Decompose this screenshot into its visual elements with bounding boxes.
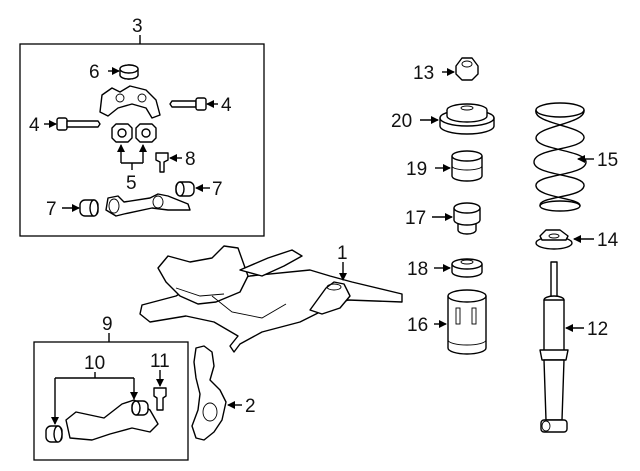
part-6-bushing[interactable] bbox=[108, 64, 139, 80]
callout-20: 20 bbox=[391, 111, 412, 132]
callout-12: 12 bbox=[587, 319, 608, 340]
part-15-coil-spring[interactable] bbox=[533, 102, 594, 212]
part-4-bolt-right[interactable] bbox=[169, 97, 218, 111]
callout-15: 15 bbox=[597, 150, 618, 171]
lower-arm-link[interactable] bbox=[105, 193, 191, 217]
callout-16: 16 bbox=[407, 315, 428, 336]
part-12-strut[interactable] bbox=[539, 261, 584, 433]
part-20-strut-mount[interactable] bbox=[420, 103, 495, 135]
part-17-isolator[interactable] bbox=[432, 202, 481, 235]
part-11-ball-joint[interactable] bbox=[153, 370, 167, 411]
callout-17: 17 bbox=[405, 208, 426, 229]
group-box-9 bbox=[33, 333, 189, 461]
part-5-bushings[interactable] bbox=[111, 123, 157, 170]
mount-bracket[interactable] bbox=[99, 85, 161, 119]
callout-4-right: 4 bbox=[221, 95, 232, 116]
callout-18: 18 bbox=[407, 259, 428, 280]
callout-13: 13 bbox=[413, 63, 434, 84]
part-16-dust-boot[interactable] bbox=[434, 289, 487, 355]
callout-19: 19 bbox=[406, 159, 427, 180]
group-box-3 bbox=[19, 35, 265, 237]
callout-5: 5 bbox=[126, 173, 137, 194]
part-7-bushing-left[interactable] bbox=[62, 199, 99, 217]
part-18-spacer[interactable] bbox=[434, 258, 483, 278]
callout-8: 8 bbox=[185, 149, 196, 170]
callout-3: 3 bbox=[132, 16, 143, 37]
part-13-nut[interactable] bbox=[442, 57, 479, 81]
part-19-bumper[interactable] bbox=[435, 150, 483, 182]
callout-7-left: 7 bbox=[46, 199, 57, 220]
callout-14: 14 bbox=[597, 230, 619, 251]
part-8-bolt[interactable] bbox=[155, 152, 182, 173]
part-2-knuckle[interactable] bbox=[191, 345, 242, 441]
part-7-bushing-right[interactable] bbox=[175, 181, 210, 197]
part-10-upper-arm[interactable] bbox=[45, 372, 159, 443]
callout-4-left: 4 bbox=[29, 115, 40, 136]
callout-6: 6 bbox=[89, 62, 100, 83]
callout-labels: 3 6 4 4 5 8 7 7 1 9 10 11 2 13 20 19 17 … bbox=[29, 16, 619, 417]
part-4-bolt-left[interactable] bbox=[44, 117, 101, 131]
callout-2: 2 bbox=[245, 396, 256, 417]
callout-11: 11 bbox=[150, 351, 170, 372]
callout-9: 9 bbox=[102, 314, 113, 335]
part-14-spring-seat[interactable] bbox=[535, 229, 594, 250]
callout-10: 10 bbox=[84, 353, 105, 374]
callout-7-right: 7 bbox=[212, 179, 223, 200]
callout-1: 1 bbox=[337, 243, 348, 264]
part-1-crossmember[interactable] bbox=[139, 245, 403, 353]
